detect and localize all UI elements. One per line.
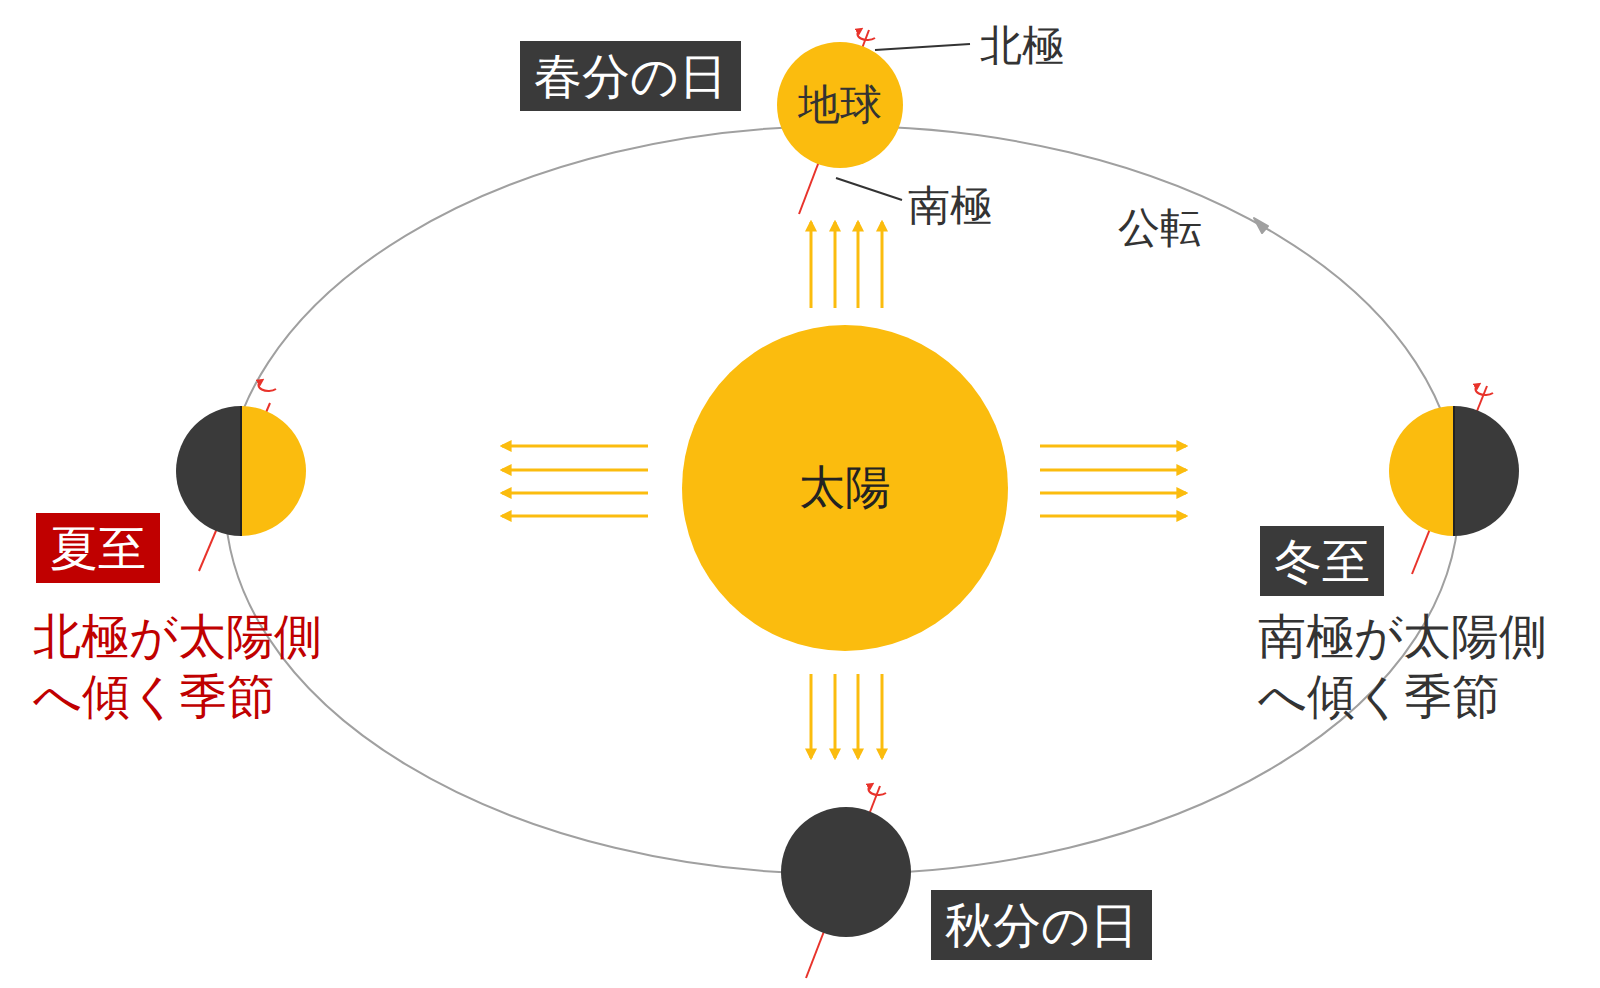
date-label-box: 春分の日 (520, 41, 741, 111)
sun-circle: 太陽 (682, 325, 1008, 651)
winter-earth (1389, 406, 1519, 536)
earth-circle: 地球 (777, 42, 903, 168)
orbit-arrowhead (1254, 218, 1268, 233)
date-label: 春分の日 (534, 45, 727, 107)
body-name: 太陽 (799, 458, 891, 518)
orbit-ellipse (225, 126, 1459, 874)
circle-fill (777, 42, 903, 168)
season-note: 南極が太陽側へ傾く季節 (1258, 606, 1588, 726)
date-label-box: 冬至 (1260, 526, 1384, 596)
date-label: 秋分の日 (945, 894, 1138, 956)
orbit-label: 公転 (1118, 202, 1202, 255)
pole-label: 北極 (980, 20, 1064, 73)
pole-label: 南極 (908, 180, 992, 233)
sun-rays (502, 222, 1186, 758)
date-label-box: 夏至 (36, 513, 160, 583)
season-note: 北極が太陽側へ傾く季節 (33, 606, 363, 726)
body-name: 地球 (798, 78, 882, 133)
rotation-axes (199, 30, 1487, 978)
circle-fill (682, 325, 1008, 651)
date-label: 夏至 (50, 517, 146, 579)
date-label: 冬至 (1274, 530, 1370, 592)
autumn-earth (781, 807, 911, 937)
date-label-box: 秋分の日 (931, 890, 1152, 960)
summer-earth (176, 406, 306, 536)
